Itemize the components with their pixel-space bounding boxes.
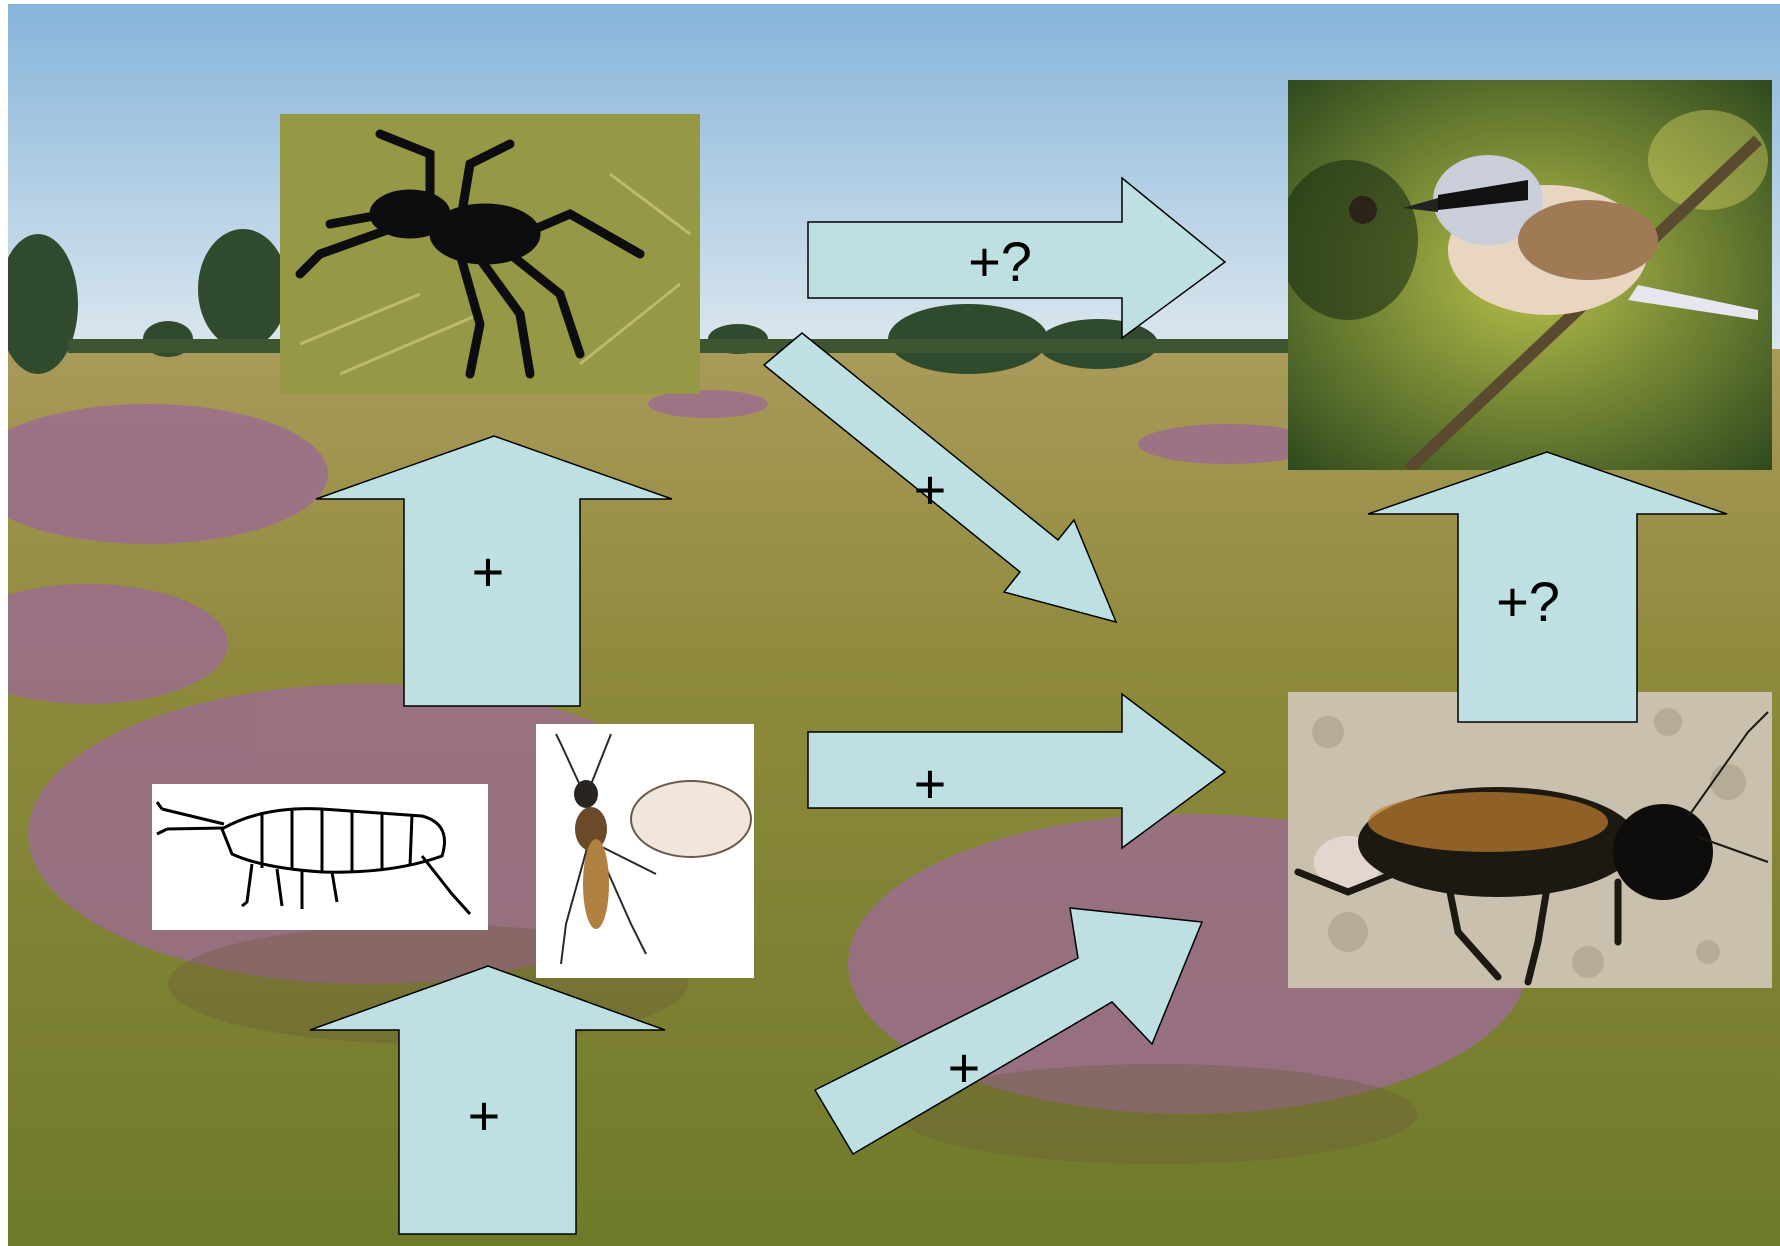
- label-spider-to-cricket: +: [914, 462, 947, 518]
- label-base-to-prey: +: [468, 1088, 501, 1144]
- label-cricket-to-shrike: +?: [1496, 574, 1560, 630]
- label-prey-to-spider: +: [472, 544, 505, 600]
- arrow-base-to-cricket: [815, 908, 1202, 1154]
- label-prey-to-cricket: +: [914, 756, 947, 812]
- label-spider-to-shrike: +?: [968, 234, 1032, 290]
- arrow-prey-to-cricket: [808, 694, 1225, 848]
- label-base-to-cricket: +: [948, 1040, 981, 1096]
